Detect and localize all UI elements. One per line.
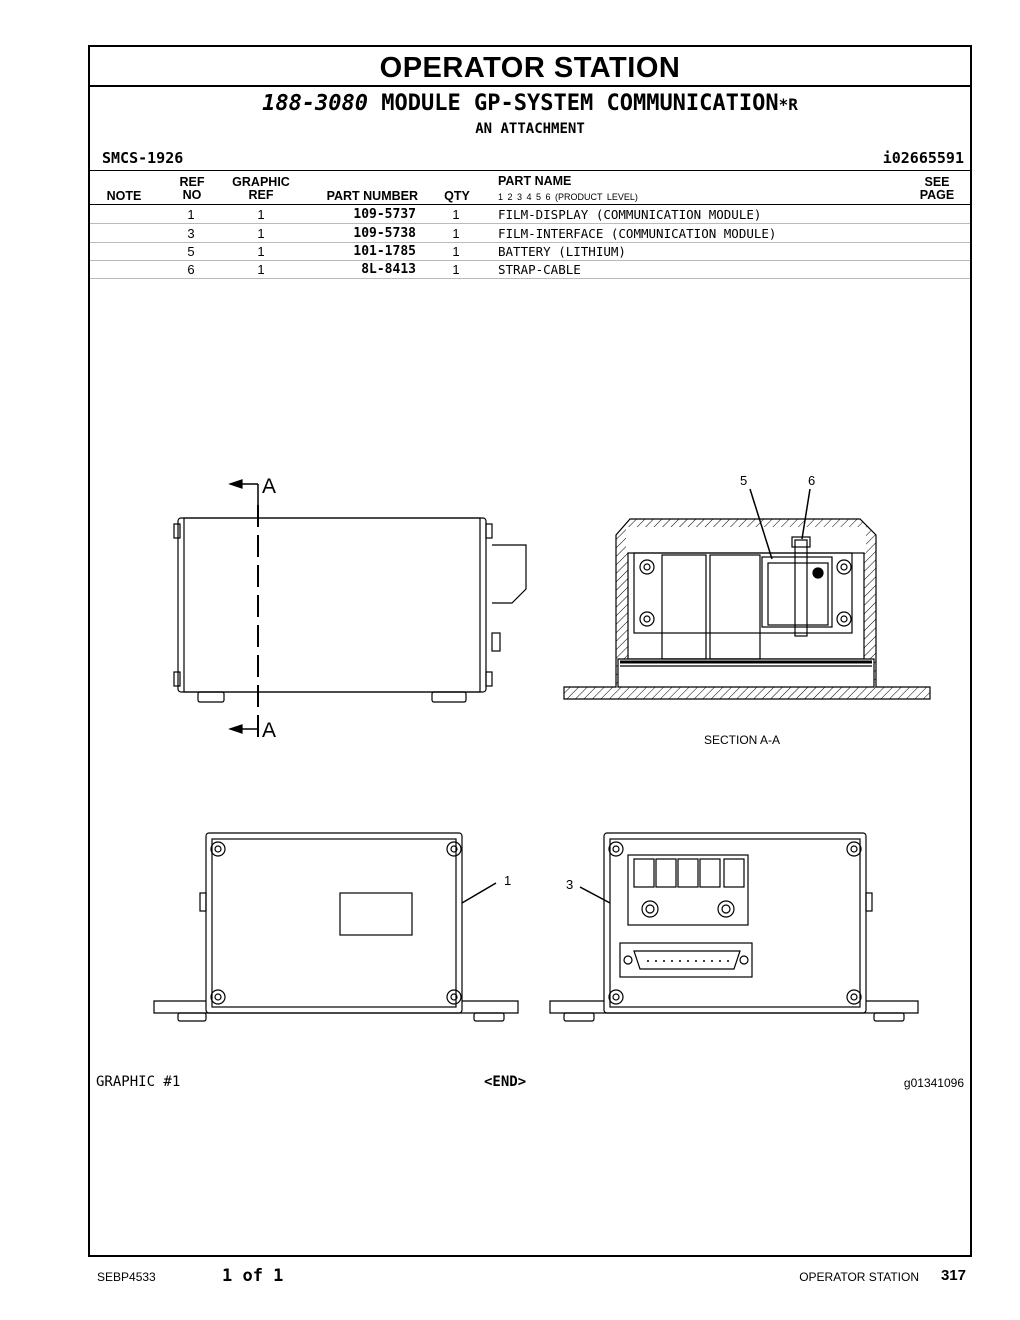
graphic-id: g01341096 bbox=[903, 1076, 964, 1090]
heading-suffix: *R bbox=[778, 95, 798, 114]
technical-drawing: A A SECTION A-A 5 6 1 3 bbox=[153, 473, 931, 1022]
heading-description: MODULE GP-SYSTEM COMMUNICATION bbox=[368, 91, 779, 116]
heading-part-number: 188-3080 bbox=[262, 91, 369, 116]
front-view-left bbox=[153, 832, 519, 1022]
cell-qty: 1 bbox=[452, 262, 460, 277]
header-product-levels: 1 2 3 4 5 6 (PRODUCT LEVEL) bbox=[498, 192, 638, 202]
cell-part-name: FILM-INTERFACE (COMMUNICATION MODULE) bbox=[498, 226, 777, 241]
header-see-line1: SEE bbox=[924, 175, 950, 189]
cell-part-name: FILM-DISPLAY (COMMUNICATION MODULE) bbox=[498, 207, 762, 222]
header-ref-line1: REF bbox=[179, 175, 205, 189]
section-marker-top: A bbox=[262, 475, 276, 498]
heading-subtitle: AN ATTACHMENT bbox=[475, 121, 585, 137]
cell-part-name: STRAP-CABLE bbox=[498, 262, 581, 277]
info-id: i02665591 bbox=[882, 149, 964, 167]
section-title: OPERATOR STATION bbox=[90, 47, 970, 87]
table-header-rule bbox=[90, 204, 970, 205]
end-marker: <END> bbox=[484, 1074, 527, 1090]
smcs-code: SMCS-1926 bbox=[102, 149, 184, 167]
header-gref-line2: REF bbox=[248, 188, 274, 202]
header-gref-line1: GRAPHIC bbox=[232, 175, 290, 189]
section-caption: SECTION A-A bbox=[704, 733, 780, 747]
cell-graphic-ref: 1 bbox=[257, 226, 265, 241]
graphic-label: GRAPHIC #1 bbox=[96, 1074, 181, 1090]
header-part-number: PART NUMBER bbox=[326, 189, 418, 203]
cell-ref: 1 bbox=[187, 207, 195, 222]
header-note: NOTE bbox=[106, 189, 142, 203]
table-top-rule bbox=[90, 170, 970, 171]
table-row: 3 1 109-5738 1 FILM-INTERFACE (COMMUNICA… bbox=[90, 224, 970, 243]
cell-graphic-ref: 1 bbox=[257, 244, 265, 259]
callout-3: 3 bbox=[566, 877, 573, 892]
cell-part-number: 8L-8413 bbox=[361, 262, 416, 277]
cell-qty: 1 bbox=[452, 244, 460, 259]
cell-ref: 3 bbox=[187, 226, 195, 241]
table-row: 1 1 109-5737 1 FILM-DISPLAY (COMMUNICATI… bbox=[90, 205, 970, 224]
cell-qty: 1 bbox=[452, 226, 460, 241]
front-view-right bbox=[549, 832, 919, 1022]
footer-doc-number: SEBP4533 bbox=[97, 1270, 156, 1284]
cell-ref: 5 bbox=[187, 244, 195, 259]
header-ref-line2: NO bbox=[182, 188, 202, 202]
header-see-line2: PAGE bbox=[919, 188, 955, 202]
section-marker-bottom: A bbox=[262, 719, 276, 742]
table-row: 6 1 8L-8413 1 STRAP-CABLE bbox=[90, 260, 970, 279]
header-qty: QTY bbox=[444, 189, 470, 203]
section-view bbox=[563, 488, 931, 700]
footer-section: OPERATOR STATION bbox=[799, 1270, 919, 1284]
header-part-name: PART NAME bbox=[498, 174, 572, 188]
cell-graphic-ref: 1 bbox=[257, 207, 265, 222]
cell-part-number: 109-5738 bbox=[353, 226, 416, 241]
heading: 188-3080 MODULE GP-SYSTEM COMMUNICATION*… bbox=[90, 91, 970, 116]
cell-ref: 6 bbox=[187, 262, 195, 277]
footer-page-of: 1 of 1 bbox=[222, 1266, 284, 1286]
cell-part-number: 101-1785 bbox=[353, 244, 416, 259]
callout-5: 5 bbox=[740, 473, 747, 488]
table-row: 5 1 101-1785 1 BATTERY (LITHIUM) bbox=[90, 242, 970, 261]
callout-1: 1 bbox=[504, 873, 511, 888]
side-view bbox=[173, 479, 527, 737]
page-frame: OPERATOR STATION 188-3080 MODULE GP-SYST… bbox=[88, 45, 972, 1257]
callout-6: 6 bbox=[808, 473, 815, 488]
cell-graphic-ref: 1 bbox=[257, 262, 265, 277]
footer-page-number: 317 bbox=[940, 1267, 966, 1284]
cell-part-name: BATTERY (LITHIUM) bbox=[498, 244, 626, 259]
cell-qty: 1 bbox=[452, 207, 460, 222]
cell-part-number: 109-5737 bbox=[353, 207, 416, 222]
